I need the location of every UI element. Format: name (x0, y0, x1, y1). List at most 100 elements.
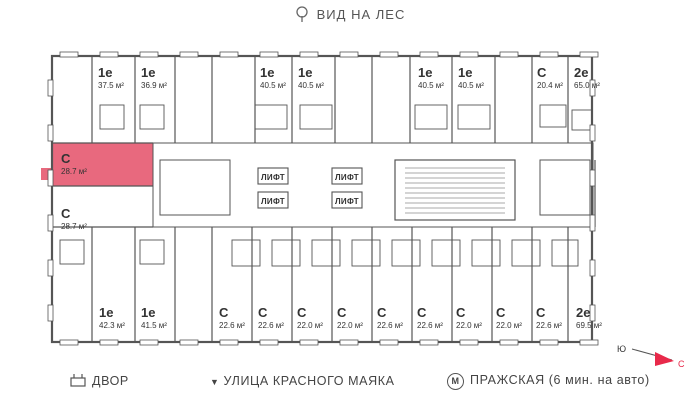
unit-bottom-1-type: 1e (141, 305, 155, 320)
unit-bottom-11-type: 2e (576, 305, 590, 320)
bathroom (457, 104, 491, 130)
lift-shaft (257, 167, 289, 185)
triangle-down-icon: ▼ (210, 377, 220, 387)
unit-bottom-5-type: С (337, 305, 347, 320)
unit-bottom-10-area: 22.6 м² (536, 321, 562, 330)
unit-bottom-0-type: 1e (99, 305, 113, 320)
bathroom (299, 104, 333, 130)
unit-bottom-10-type: С (536, 305, 546, 320)
window (259, 51, 279, 58)
bathroom (351, 239, 381, 267)
unit-left-0-area: 28.7 м² (61, 167, 87, 176)
unit-top-4-type: 1e (418, 65, 432, 80)
lift-shaft (331, 167, 363, 185)
outer-wall (50, 54, 594, 344)
window (419, 51, 439, 58)
metro-label: ПРАЖСКАЯ (6 мин. на авто) (470, 373, 650, 387)
window (47, 169, 54, 187)
lift-shaft (257, 191, 289, 209)
window (589, 124, 596, 142)
view-label: ВИД НА ЛЕС (316, 7, 406, 22)
unit-top-0-type: 1e (98, 65, 112, 80)
highlighted-balcony (41, 168, 52, 180)
bathroom (231, 239, 261, 267)
window (99, 339, 119, 346)
view-caption: ВИД НА ЛЕС (0, 6, 700, 25)
window (589, 79, 596, 97)
unit-bottom-4-area: 22.0 м² (297, 321, 323, 330)
window (459, 51, 479, 58)
unit-top-1-area: 36.9 м² (141, 81, 167, 90)
unit-top-5-type: 1e (458, 65, 472, 80)
bathroom (254, 104, 288, 130)
unit-top-7-area: 65.0 м² (574, 81, 600, 90)
bathroom (551, 239, 579, 267)
window (179, 339, 199, 346)
bathroom (139, 104, 165, 130)
window (499, 51, 519, 58)
bathroom (471, 239, 501, 267)
window (47, 79, 54, 97)
unit-bottom-4-type: С (297, 305, 307, 320)
window (139, 339, 159, 346)
yard-caption: ДВОР (70, 373, 129, 390)
window (339, 51, 359, 58)
unit-bottom-8-area: 22.0 м² (456, 321, 482, 330)
window (539, 51, 559, 58)
window (579, 51, 599, 58)
lift-label-2: ЛИФТ (335, 173, 359, 182)
window (539, 339, 559, 346)
unit-bottom-2-type: С (219, 305, 229, 320)
lift-shaft (331, 191, 363, 209)
window (47, 124, 54, 142)
window (579, 339, 599, 346)
window (379, 51, 399, 58)
bathroom (59, 239, 85, 265)
unit-top-0-area: 37.5 м² (98, 81, 124, 90)
metro-caption: М ПРАЖСКАЯ (6 мин. на авто) (447, 373, 650, 390)
street-label: УЛИЦА КРАСНОГО МАЯКА (223, 374, 395, 388)
unit-top-5-area: 40.5 м² (458, 81, 484, 90)
yard-icon (70, 373, 86, 390)
unit-bottom-3-area: 22.6 м² (258, 321, 284, 330)
window (299, 339, 319, 346)
window (47, 304, 54, 322)
bathroom (431, 239, 461, 267)
window (219, 51, 239, 58)
unit-top-1-type: 1e (141, 65, 155, 80)
unit-bottom-11-area: 69.5 м² (576, 321, 602, 330)
window (47, 259, 54, 277)
unit-top-3-type: 1e (298, 65, 312, 80)
bathroom (311, 239, 341, 267)
compass-south: Ю (617, 344, 626, 354)
lift-label-3: ЛИФТ (335, 197, 359, 206)
corridor (152, 142, 594, 228)
unit-top-3-area: 40.5 м² (298, 81, 324, 90)
compass-north: С (678, 359, 685, 369)
window (589, 304, 596, 322)
unit-top-4-area: 40.5 м² (418, 81, 444, 90)
window (259, 339, 279, 346)
unit-bottom-9-type: С (496, 305, 506, 320)
unit-top-2-area: 40.5 м² (260, 81, 286, 90)
window (339, 339, 359, 346)
window (139, 51, 159, 58)
unit-bottom-7-area: 22.6 м² (417, 321, 443, 330)
lift-label-0: ЛИФТ (261, 173, 285, 182)
yard-label: ДВОР (92, 374, 129, 388)
unit-top-7-type: 2e (574, 65, 588, 80)
window (589, 214, 596, 232)
unit-bottom-1-area: 41.5 м² (141, 321, 167, 330)
unit-bottom-6-area: 22.6 м² (377, 321, 403, 330)
hall-room (539, 159, 591, 216)
unit-left-0-type: С (61, 151, 71, 166)
window (499, 339, 519, 346)
unit-top-2-type: 1e (260, 65, 274, 80)
compass-arrow (655, 352, 674, 366)
bathroom (414, 104, 448, 130)
bathroom (511, 239, 541, 267)
bathroom (391, 239, 421, 267)
metro-icon: М (447, 373, 464, 390)
unit-top-6-type: С (537, 65, 547, 80)
